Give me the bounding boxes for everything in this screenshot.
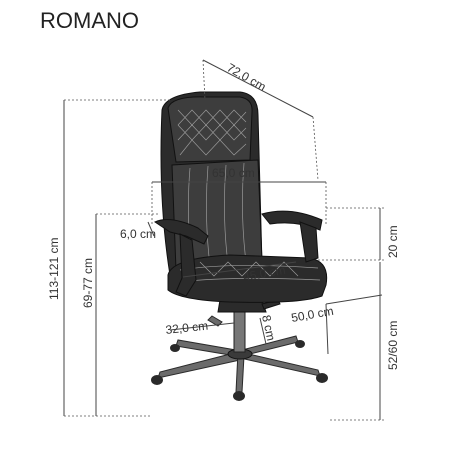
product-title: ROMANO — [40, 8, 139, 33]
chair-backrest — [160, 91, 263, 276]
width-label: 65,0 cm — [212, 166, 255, 180]
chair-armrests — [153, 210, 323, 297]
dimension-lines — [63, 59, 384, 421]
chair-illustration — [151, 91, 328, 401]
base-radius-label: 32,0 cm — [165, 319, 209, 337]
armrest-height-label: 20 cm — [386, 225, 400, 258]
depth-top-label: 72,0 cm — [225, 60, 269, 93]
gas-lift — [233, 307, 246, 353]
dimension-labels: 72,0 cm 65,0 cm 6,0 cm 45,0 cm 20 cm 113… — [47, 60, 400, 370]
armrest-floor-height-label: 69-77 cm — [81, 258, 95, 308]
armrest-width-label: 6,0 cm — [120, 227, 156, 241]
total-height-label: 113-121 cm — [47, 238, 61, 300]
seat-height-label: 52/60 cm — [386, 321, 400, 370]
chair-casters — [151, 340, 328, 401]
gas-lift-label: 8 cm — [259, 314, 278, 342]
base-width-label: 50,0 cm — [290, 304, 334, 325]
